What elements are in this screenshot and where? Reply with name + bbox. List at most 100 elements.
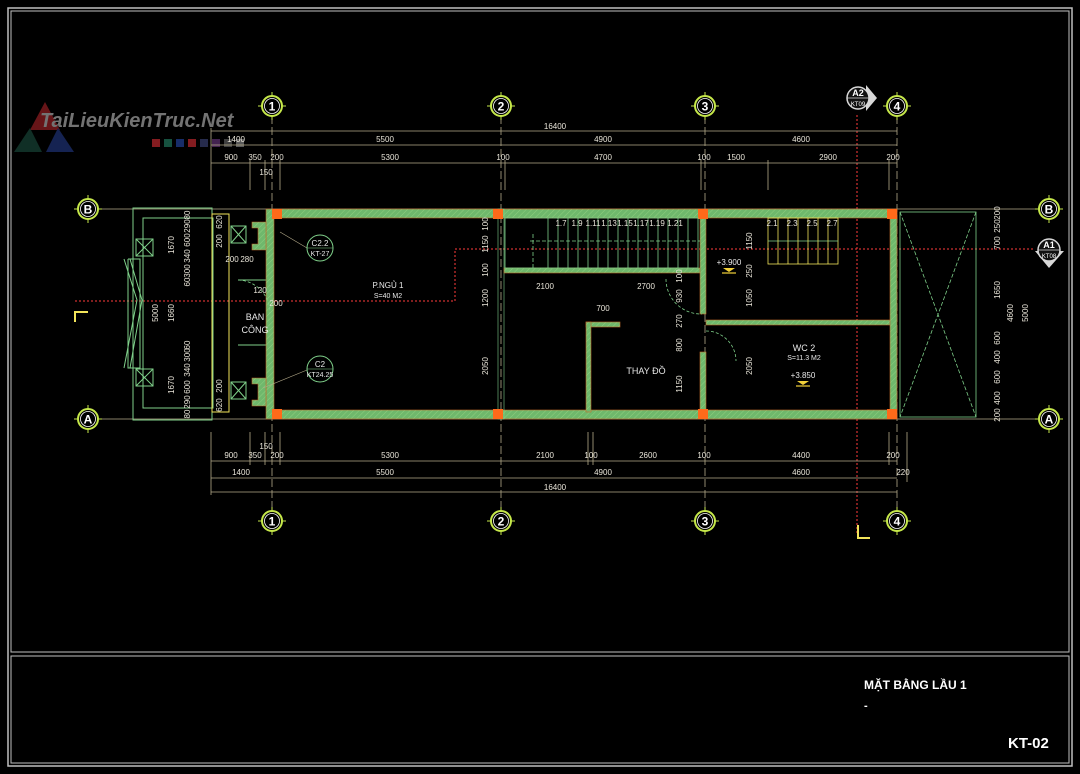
callout-C2-2: C2.2 KT-27 [279, 231, 334, 262]
dimension-value: 600 [183, 380, 192, 394]
dimension-value: 2050 [745, 357, 754, 375]
dimension-value: 2600 [639, 451, 657, 460]
dimension-value: 16400 [544, 122, 567, 131]
axis-bubble: 1 [258, 507, 286, 535]
dimension-value: 2100 [536, 282, 554, 291]
stair-step-label: 2.5 [806, 219, 818, 228]
dimension-value: 5000 [151, 304, 160, 322]
axis-label: 3 [702, 100, 709, 114]
dimension-value: 250 [745, 264, 754, 278]
dimension-value: 200 [215, 234, 224, 248]
dimension-value: 600 [183, 233, 192, 247]
walls [251, 208, 898, 420]
dimension-value: 1670 [167, 236, 176, 254]
stair-step-label: 1.9 [571, 219, 583, 228]
room-area-bedroom: S=40 M2 [374, 293, 402, 300]
watermark-chip [188, 139, 196, 147]
dimension-value: 250 [993, 219, 1002, 233]
dimension-value: 350 [248, 451, 262, 460]
dimension-value: 270 [675, 314, 684, 328]
dimension-value: 300 [183, 264, 192, 278]
dimension-value: 100 [481, 263, 490, 277]
dimension-value: 700 [596, 304, 610, 313]
dimension-lines-top [210, 128, 897, 190]
axis-label: 4 [894, 100, 901, 114]
elevation-value: +3.850 [791, 371, 816, 380]
dimension-value: 200 [269, 299, 283, 308]
section-sheet: KT09 [851, 102, 866, 108]
sheet-title: MẶT BẰNG LẦU 1 [864, 677, 967, 692]
dimension-value: 4900 [594, 135, 612, 144]
room-name-wc: WC 2 [793, 343, 816, 353]
section-marker-A1: A1 KT08 [1035, 238, 1064, 268]
axis-label: 4 [894, 515, 901, 529]
stair-step-label: 2.1 [766, 219, 778, 228]
room-name-balcony-1: BAN [246, 312, 265, 322]
balcony-railing [211, 213, 230, 413]
elevation-value: +3.900 [717, 258, 742, 267]
dimension-value: 1400 [232, 468, 250, 477]
dimension-value: 100 [697, 451, 711, 460]
dimension-value: 340 [183, 363, 192, 377]
stair-step-label: 1.19 [649, 219, 665, 228]
dimension-value: 4600 [792, 468, 810, 477]
dimension-value: 1150 [481, 235, 490, 253]
axis-label: 1 [269, 100, 276, 114]
dimension-value: 900 [224, 153, 238, 162]
section-sheet: KT08 [1042, 254, 1057, 260]
dimension-value: 2050 [481, 357, 490, 375]
dimension-value: 220 [896, 468, 910, 477]
dimension-value: 4900 [594, 468, 612, 477]
balcony-structure [123, 207, 272, 421]
elevation-marker-2: +3.850 [791, 371, 816, 387]
stair-step-label: 1.17 [633, 219, 649, 228]
dimension-value: 60 [183, 340, 192, 349]
axis-bubble: 3 [691, 92, 719, 120]
watermark-chip [236, 139, 244, 147]
axis-bubble: A [74, 405, 102, 433]
watermark-chip [224, 139, 232, 147]
watermark-color-chips [152, 139, 244, 147]
dimension-value: 80 [183, 210, 192, 219]
dimension-value: 1660 [167, 304, 176, 322]
axis-label: 1 [269, 515, 276, 529]
dimension-value: 200 [886, 451, 900, 460]
dimension-value: 200 [270, 153, 284, 162]
dimension-value: 1050 [745, 289, 754, 307]
dimension-value: 4600 [792, 135, 810, 144]
dimension-value: 5300 [381, 451, 399, 460]
stair-step-label: 2.3 [786, 219, 798, 228]
axis-label: A [84, 413, 93, 427]
watermark-chip [200, 139, 208, 147]
dimension-value: 290 [183, 219, 192, 233]
dimension-value: 2700 [637, 282, 655, 291]
dimension-value: 2100 [536, 451, 554, 460]
dimension-value: 700 [993, 236, 1002, 250]
axis-bubble: B [74, 195, 102, 223]
dimension-value: 80 [183, 409, 192, 418]
watermark-logo: TaiLieuKienTruc.Net [14, 102, 244, 152]
dimension-value: 290 [183, 395, 192, 409]
dimension-value: 200 [993, 408, 1002, 422]
stair-step-label: 1.21 [667, 219, 683, 228]
axis-bubble: 2 [487, 92, 515, 120]
dimension-value: 1150 [745, 232, 754, 250]
dimension-value: 150 [259, 442, 273, 451]
dimension-value: 200 [270, 451, 284, 460]
sheet-subtitle: - [864, 700, 868, 712]
dimension-value: 600 [993, 370, 1002, 384]
stair-step-label: 1.11 [586, 219, 602, 228]
watermark-text: TaiLieuKienTruc.Net [40, 110, 235, 132]
dimension-value: 400 [993, 391, 1002, 405]
watermark-chip [164, 139, 172, 147]
dimension-value: 100 [584, 451, 598, 460]
dimension-value: 120 [253, 286, 267, 295]
room-area-wc: S=11.3 M2 [787, 355, 821, 362]
dimension-value: 150 [259, 168, 273, 177]
room-name-dressing: THAY ĐỒ [626, 365, 665, 376]
watermark-chip [152, 139, 160, 147]
axis-label: A [1045, 413, 1054, 427]
dimension-value: 5000 [1021, 304, 1030, 322]
dimension-value: 5500 [376, 468, 394, 477]
